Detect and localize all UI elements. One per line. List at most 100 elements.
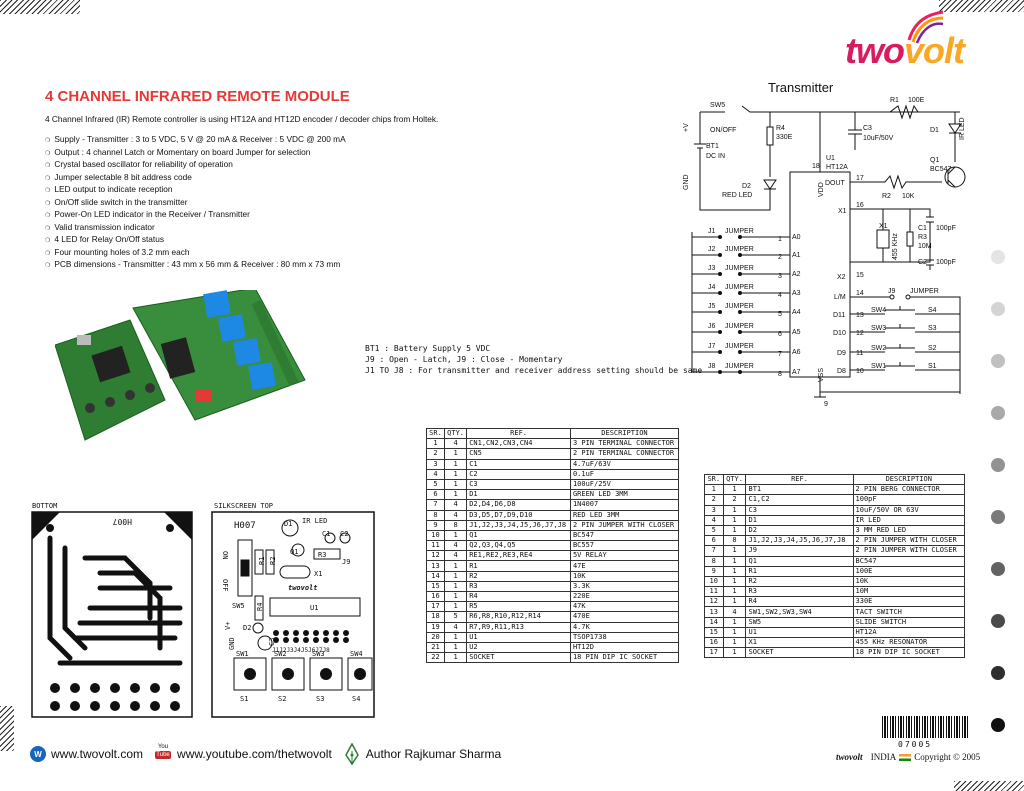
schem-sw2: SW2 (871, 345, 886, 352)
schem-jumper-ref: J4 (708, 284, 716, 291)
schem-pin10: 10 (856, 368, 864, 375)
cell-ref: R2 (466, 570, 571, 582)
decor-dot (991, 250, 1005, 264)
schem-d2: D2 (742, 183, 751, 190)
footer-website[interactable]: W www.twovolt.com (30, 746, 143, 762)
cell-description: 10M (852, 586, 966, 598)
cell-ref: C3 (745, 504, 854, 516)
feature-item: Four mounting holes of 3.2 mm each (45, 247, 346, 260)
cell-sr: 20 (426, 631, 445, 643)
transmitter-board-image (55, 319, 166, 441)
cell-sr: 10 (704, 575, 724, 588)
cell-sr: 7 (704, 545, 724, 557)
feature-item: Crystal based oscillator for reliability… (45, 159, 346, 172)
schem-lm: L/M (834, 294, 846, 301)
schem-pin9: 9 (824, 401, 828, 408)
cell-description: 10K (852, 575, 966, 588)
schem-address-pin: A3 (792, 290, 801, 297)
schem-address-pin: A7 (792, 369, 801, 376)
schem-address-pin: A0 (792, 234, 801, 241)
cell-description: 2 PIN TERMINAL CONNECTOR (569, 448, 680, 460)
brand-logo-part1: two (845, 30, 905, 71)
cell-description: TSOP1738 (569, 631, 680, 643)
pcb-r2: R2 (269, 557, 277, 565)
cell-qty: 1 (443, 652, 468, 664)
schem-d1: D1 (930, 127, 939, 134)
cell-description: 1N4007 (569, 499, 680, 511)
schem-pin11: 11 (856, 350, 863, 357)
schem-jumper-ref: J7 (708, 343, 716, 350)
cell-sr: 5 (704, 524, 724, 537)
cell-description: 4.7uF/63V (569, 458, 680, 470)
cell-ref: Q1 (745, 555, 854, 567)
footer-youtube[interactable]: You Tube www.youtube.com/thetwovolt (155, 744, 332, 764)
cell-description: GREEN LED 3MM (569, 489, 680, 501)
schem-sw4: SW4 (871, 307, 886, 314)
cell-description: 4.7K (569, 621, 680, 633)
col-ref: REF. (745, 473, 854, 486)
cell-qty: 1 (722, 555, 747, 567)
pcb-r1: R1 (258, 557, 266, 565)
col-qty: QTY. (722, 473, 747, 486)
copyright-year: 2005 (962, 752, 981, 762)
cell-ref: U2 (466, 641, 571, 654)
schem-address-pin: A4 (792, 309, 801, 316)
schem-x1-value: 455 KHz (892, 233, 899, 260)
cell-sr: 15 (704, 626, 724, 639)
pcb-irled: IR LED (302, 517, 327, 525)
cell-description: TACT SWITCH (852, 606, 966, 618)
footer-website-link[interactable]: www.twovolt.com (51, 747, 144, 761)
cell-qty: 1 (443, 489, 468, 501)
decor-dot (991, 406, 1005, 420)
pcb-sw2: SW2 (274, 650, 287, 658)
footer-youtube-link[interactable]: www.youtube.com/thetwovolt (177, 747, 332, 761)
cell-description: 5V RELAY (569, 550, 680, 562)
cell-ref: U1 (745, 626, 854, 639)
schem-pin17: 17 (856, 175, 864, 182)
schem-jumper-ref: J1 (708, 228, 716, 235)
cell-description: 2 PIN JUMPER WITH CLOSER (852, 545, 966, 557)
cell-ref: RE1,RE2,RE3,RE4 (466, 550, 571, 562)
decor-dot (991, 302, 1005, 316)
brand-logo[interactable]: twovolt (845, 30, 965, 72)
cell-sr: 6 (426, 489, 445, 501)
cell-description: 100pF (852, 494, 966, 506)
cell-sr: 16 (704, 636, 724, 649)
pcb-bottom-label: BOTTOM (32, 502, 57, 510)
cell-sr: 1 (704, 484, 724, 496)
copyright-text: Copyright (914, 752, 951, 762)
cell-ref: C2 (466, 468, 571, 480)
pcb-bottom-layer: BOTTOM H007 twovolt (31, 502, 193, 718)
cell-description: 3.3K (569, 580, 680, 593)
schem-s3: S3 (928, 325, 937, 332)
pcb-q1: Q1 (290, 548, 298, 556)
cell-ref: J1,J2,J3,J4,J5,J6,J7,J8 (466, 519, 571, 531)
schem-d8: D8 (837, 368, 846, 375)
cell-sr: 11 (704, 586, 724, 598)
cell-sr: 4 (704, 514, 724, 526)
cell-description: 47K (569, 601, 680, 613)
cell-sr: 17 (704, 647, 724, 659)
col-qty: QTY. (443, 427, 468, 440)
cell-ref: C3 (466, 478, 571, 491)
cell-description: 18 PIN DIP IC SOCKET (569, 652, 680, 664)
cell-description: 10K (569, 570, 680, 582)
schem-sw1: SW1 (871, 363, 886, 370)
cell-sr: 14 (426, 570, 445, 582)
cell-sr: 1 (426, 438, 445, 450)
decor-dot (991, 458, 1005, 472)
cell-sr: 21 (426, 641, 445, 654)
cell-ref: R7,R9,R11,R13 (466, 621, 571, 633)
